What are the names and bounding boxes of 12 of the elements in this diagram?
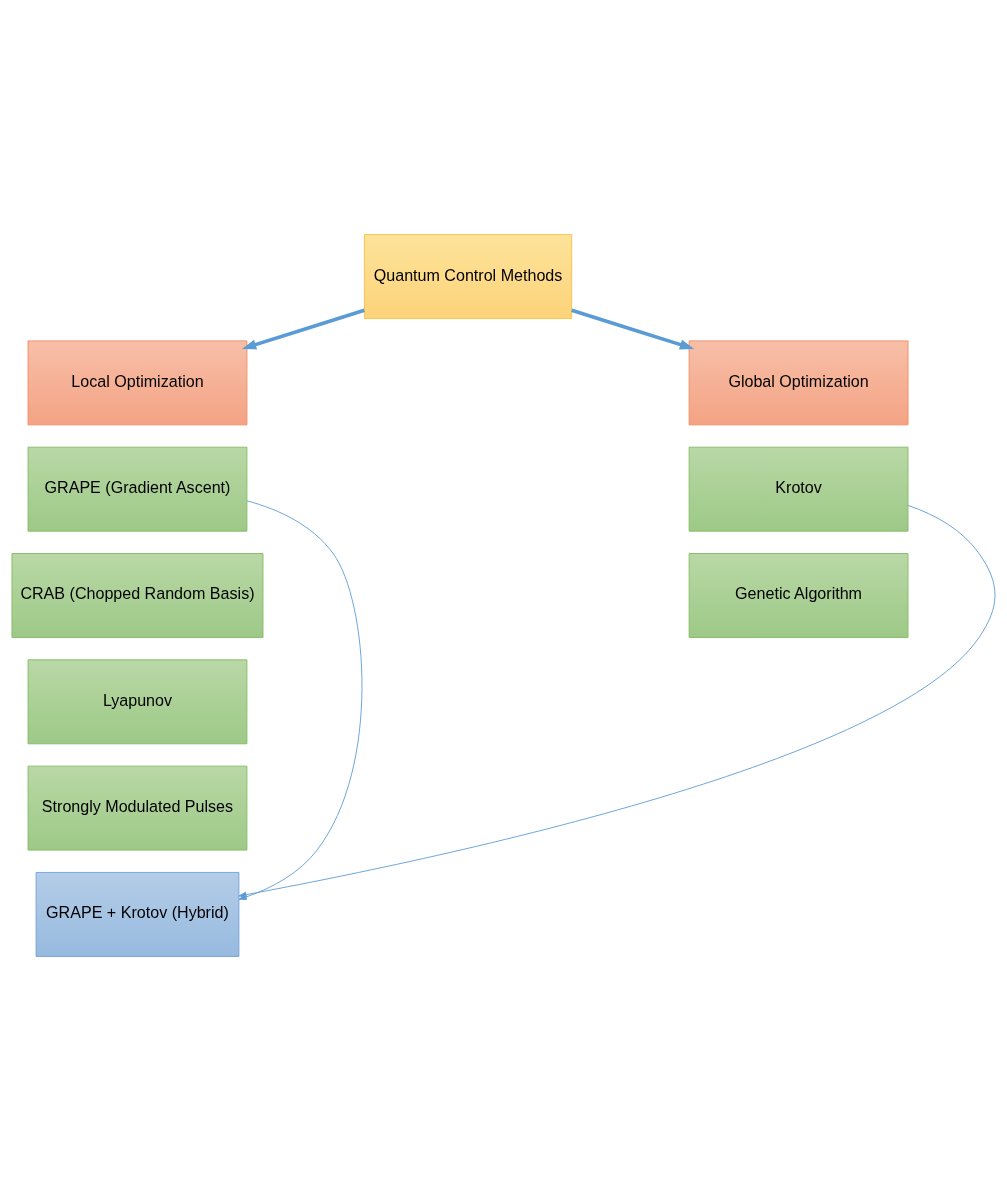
arrow: [241, 308, 365, 349]
arrow: [571, 308, 695, 349]
node-box: Lyapunov: [27, 658, 248, 744]
node-box: GRAPE (Gradient Ascent): [27, 446, 248, 532]
node-box: GRAPE + Krotov (Hybrid): [35, 871, 240, 957]
node-box: CRAB (Chopped Random Basis): [11, 552, 264, 638]
node-box: Krotov: [688, 446, 909, 532]
node-box: Local Optimization: [27, 339, 248, 425]
node-box: Global Optimization: [688, 339, 909, 425]
node-box: Genetic Algorithm: [688, 552, 909, 638]
node-box: Quantum Control Methods: [363, 233, 573, 319]
node-box: Strongly Modulated Pulses: [27, 765, 248, 851]
